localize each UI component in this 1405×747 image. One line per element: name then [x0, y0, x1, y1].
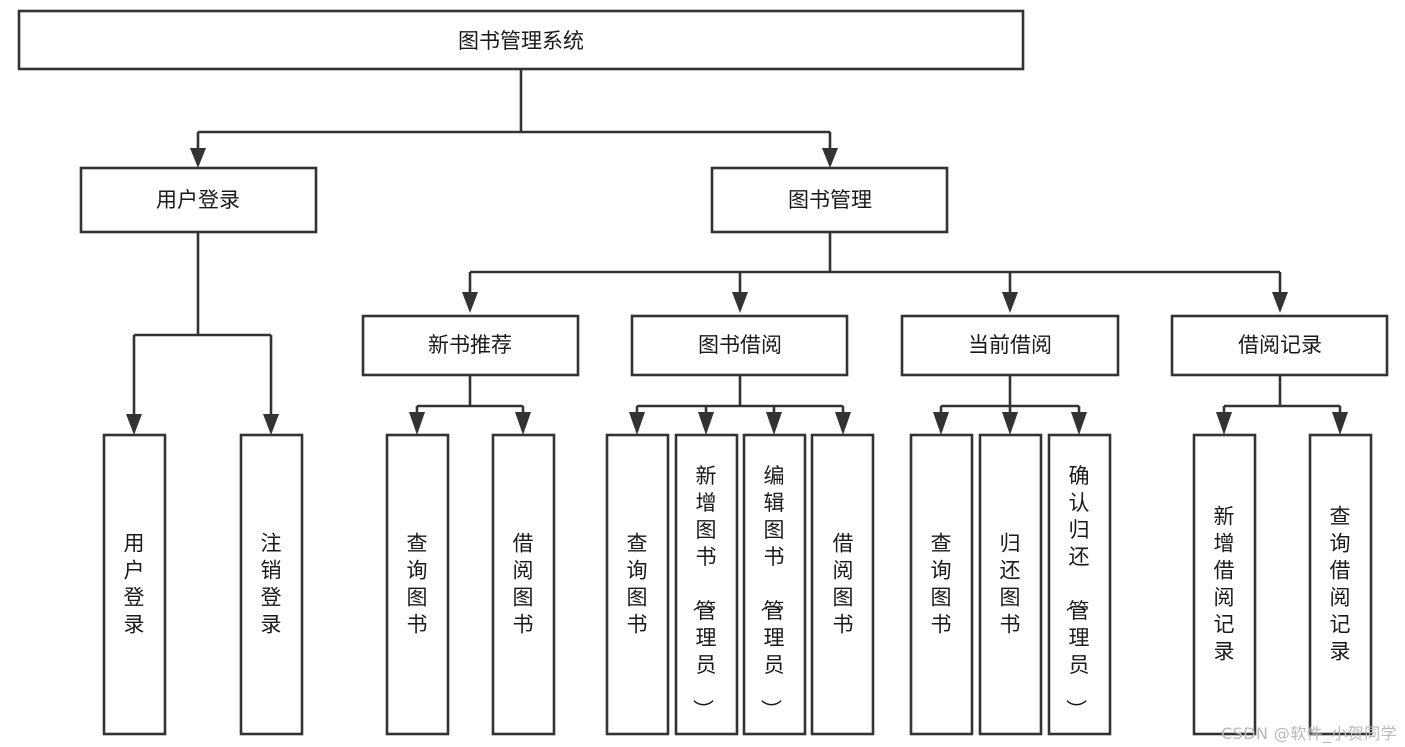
- node-leaf-confirm-return-label: 确认归还（管理员）: [1064, 464, 1090, 720]
- node-book-borrow[interactable]: 图书借阅: [630, 314, 849, 377]
- arrow-head-leaf-user-logout: [263, 414, 279, 435]
- connector-group-book-borrow: [629, 375, 851, 435]
- connector-group-new-book-recommend: [409, 375, 531, 435]
- arrow-head-current-borrow: [1002, 292, 1018, 313]
- connector-group-borrow-record: [1216, 375, 1348, 435]
- arrow-head-leaf-query-record: [1332, 412, 1348, 435]
- node-new-book-recommend-box[interactable]: [361, 314, 580, 377]
- arrow-head-leaf-query-book-2: [629, 412, 645, 435]
- node-leaf-confirm-return-box[interactable]: [1047, 433, 1112, 736]
- connector-group-user-login: [126, 232, 279, 435]
- node-user-login-box[interactable]: [79, 166, 318, 234]
- node-leaf-query-record-label: 查询借阅记录: [1330, 505, 1351, 664]
- node-leaf-query-book-3-label: 查询图书: [931, 532, 952, 637]
- node-leaf-edit-book[interactable]: 编辑图书（管理员）: [742, 433, 807, 736]
- node-book-manage-box[interactable]: [710, 166, 949, 234]
- node-leaf-query-book-1-label: 查询图书: [407, 532, 428, 637]
- node-leaf-user-logout-label: 注销登录: [261, 532, 282, 637]
- node-leaf-borrow-book-1-label: 借阅图书: [513, 532, 534, 637]
- node-leaf-query-book-2[interactable]: 查询图书: [605, 433, 670, 736]
- node-new-book-recommend[interactable]: 新书推荐: [361, 314, 580, 377]
- node-leaf-query-book-1[interactable]: 查询图书: [385, 433, 450, 736]
- arrow-head-leaf-confirm-return: [1071, 412, 1087, 435]
- connector-group-root: [190, 69, 838, 168]
- node-book-manage-label: 图书管理: [788, 188, 872, 212]
- node-leaf-query-book-2-label: 查询图书: [627, 532, 648, 637]
- node-root-label: 图书管理系统: [458, 29, 584, 53]
- arrow-head-leaf-add-book: [698, 412, 714, 435]
- node-leaf-add-book[interactable]: 新增图书（管理员）: [674, 433, 739, 736]
- arrow-head-leaf-borrow-book-1: [515, 412, 531, 435]
- node-leaf-query-record[interactable]: 查询借阅记录: [1308, 433, 1373, 736]
- node-leaf-query-book-3-box[interactable]: [909, 433, 974, 736]
- node-leaf-query-book-2-box[interactable]: [605, 433, 670, 736]
- arrow-head-leaf-add-record: [1216, 412, 1232, 435]
- node-current-borrow-box[interactable]: [900, 314, 1120, 377]
- node-leaf-borrow-book-1[interactable]: 借阅图书: [491, 433, 556, 736]
- node-leaf-return-book-box[interactable]: [978, 433, 1043, 736]
- node-borrow-record[interactable]: 借阅记录: [1170, 314, 1389, 377]
- node-leaf-query-record-box[interactable]: [1308, 433, 1373, 736]
- node-user-login-label: 用户登录: [156, 188, 240, 212]
- node-leaf-add-book-box[interactable]: [674, 433, 739, 736]
- arrow-head-book-manage: [822, 148, 838, 168]
- node-book-borrow-label: 图书借阅: [698, 333, 782, 357]
- node-leaf-query-book-1-box[interactable]: [385, 433, 450, 736]
- arrow-head-leaf-query-book-3: [933, 412, 949, 435]
- connector-group-current-borrow: [933, 375, 1087, 435]
- node-leaf-confirm-return[interactable]: 确认归还（管理员）: [1047, 433, 1112, 736]
- node-leaf-borrow-book-2-label: 借阅图书: [833, 532, 854, 637]
- node-root-box[interactable]: [17, 9, 1025, 71]
- node-leaf-edit-book-label: 编辑图书（管理员）: [759, 464, 785, 720]
- node-leaf-borrow-book-1-box[interactable]: [491, 433, 556, 736]
- arrow-head-borrow-record: [1272, 292, 1288, 313]
- node-user-login[interactable]: 用户登录: [79, 166, 318, 234]
- arrow-head-leaf-borrow-book-2: [835, 412, 851, 435]
- arrow-head-leaf-edit-book: [766, 412, 782, 435]
- node-book-borrow-box[interactable]: [630, 314, 849, 377]
- arrow-head-leaf-query-book-1: [409, 412, 425, 435]
- node-leaf-return-book[interactable]: 归还图书: [978, 433, 1043, 736]
- arrow-head-leaf-user-login: [126, 414, 142, 435]
- node-borrow-record-box[interactable]: [1170, 314, 1389, 377]
- connector-group-book-manage: [462, 232, 1288, 313]
- csdn-watermark: CSDN @软件_小贺同学: [1221, 724, 1397, 743]
- node-leaf-user-login[interactable]: 用户登录: [102, 433, 167, 736]
- node-leaf-edit-book-box[interactable]: [742, 433, 807, 736]
- node-leaf-add-record-label: 新增借阅记录: [1214, 505, 1235, 664]
- node-book-manage[interactable]: 图书管理: [710, 166, 949, 234]
- node-leaf-add-record-box[interactable]: [1192, 433, 1257, 736]
- arrow-head-book-borrow: [732, 292, 748, 313]
- node-root[interactable]: 图书管理系统: [17, 9, 1025, 71]
- node-leaf-user-login-box[interactable]: [102, 433, 167, 736]
- node-leaf-borrow-book-2-box[interactable]: [810, 433, 875, 736]
- node-leaf-query-book-3[interactable]: 查询图书: [909, 433, 974, 736]
- node-leaf-borrow-book-2[interactable]: 借阅图书: [810, 433, 875, 736]
- node-leaf-user-logout-box[interactable]: [239, 433, 304, 736]
- node-current-borrow-label: 当前借阅: [968, 333, 1052, 357]
- node-leaf-user-login-label: 用户登录: [124, 532, 145, 637]
- node-leaf-return-book-label: 归还图书: [1000, 532, 1021, 637]
- arrow-head-user-login: [190, 148, 206, 168]
- node-leaf-add-book-label: 新增图书（管理员）: [691, 464, 717, 720]
- arrow-head-leaf-return-book: [1002, 412, 1018, 435]
- node-new-book-recommend-label: 新书推荐: [428, 333, 512, 357]
- node-leaf-user-logout[interactable]: 注销登录: [239, 433, 304, 736]
- node-leaf-add-record[interactable]: 新增借阅记录: [1192, 433, 1257, 736]
- arrow-head-new-book-recommend: [462, 292, 478, 313]
- node-current-borrow[interactable]: 当前借阅: [900, 314, 1120, 377]
- node-borrow-record-label: 借阅记录: [1238, 333, 1322, 357]
